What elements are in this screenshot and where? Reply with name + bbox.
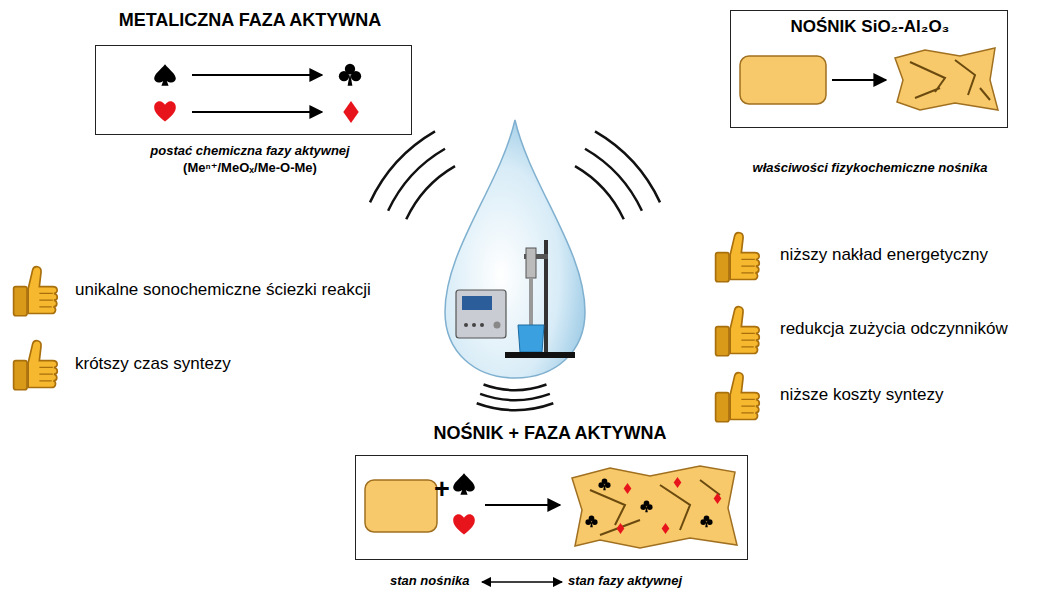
wave-arc <box>585 149 642 211</box>
wave-arc <box>480 394 550 400</box>
sound-waves <box>370 131 660 410</box>
panel-heading: METALICZNA FAZA AKTYWNA <box>119 10 382 31</box>
advantage-label: niższy nakład energetyczny <box>780 245 988 265</box>
wave-arc <box>477 403 554 410</box>
panel: NOŚNIK + FAZA AKTYWNA + stan nośnika stan f… <box>340 420 760 592</box>
panel-caption: postać chemiczna fazy aktywnej <box>150 144 349 159</box>
panel-heading: NOŚNIK SiO₂-Al₂O₃ <box>791 17 950 37</box>
wave-arc <box>388 149 445 211</box>
wave-arc <box>484 384 547 390</box>
panel-caption: stan fazy aktywnej <box>568 574 682 589</box>
panel-caption: właściwości fizykochemiczne nośnika <box>753 161 988 176</box>
panel: METALICZNA FAZA AKTYWNA postać chemiczna … <box>70 8 430 180</box>
panel-caption: + <box>434 474 450 505</box>
panel-caption: stan nośnika <box>390 574 469 589</box>
wave-arc <box>370 131 435 202</box>
panel: NOŚNIK SiO₂-Al₂O₃ właściwości fizykochemi… <box>720 8 1020 178</box>
wave-arc <box>595 131 660 202</box>
advantage-label: unikalne sonochemiczne ściezki reakcji <box>75 280 371 300</box>
panel-heading: NOŚNIK + FAZA AKTYWNA <box>433 423 666 444</box>
advantage-label: redukcja zużycia odczynników <box>780 319 1008 339</box>
panel-border <box>355 455 748 560</box>
advantage-label: krótszy czas syntezy <box>75 354 231 374</box>
advantage-label: niższe koszty syntezy <box>780 385 943 405</box>
panel-caption: (Meⁿ⁺/MeOₓ/Me-O-Me) <box>183 161 317 176</box>
panel-border <box>95 45 412 135</box>
